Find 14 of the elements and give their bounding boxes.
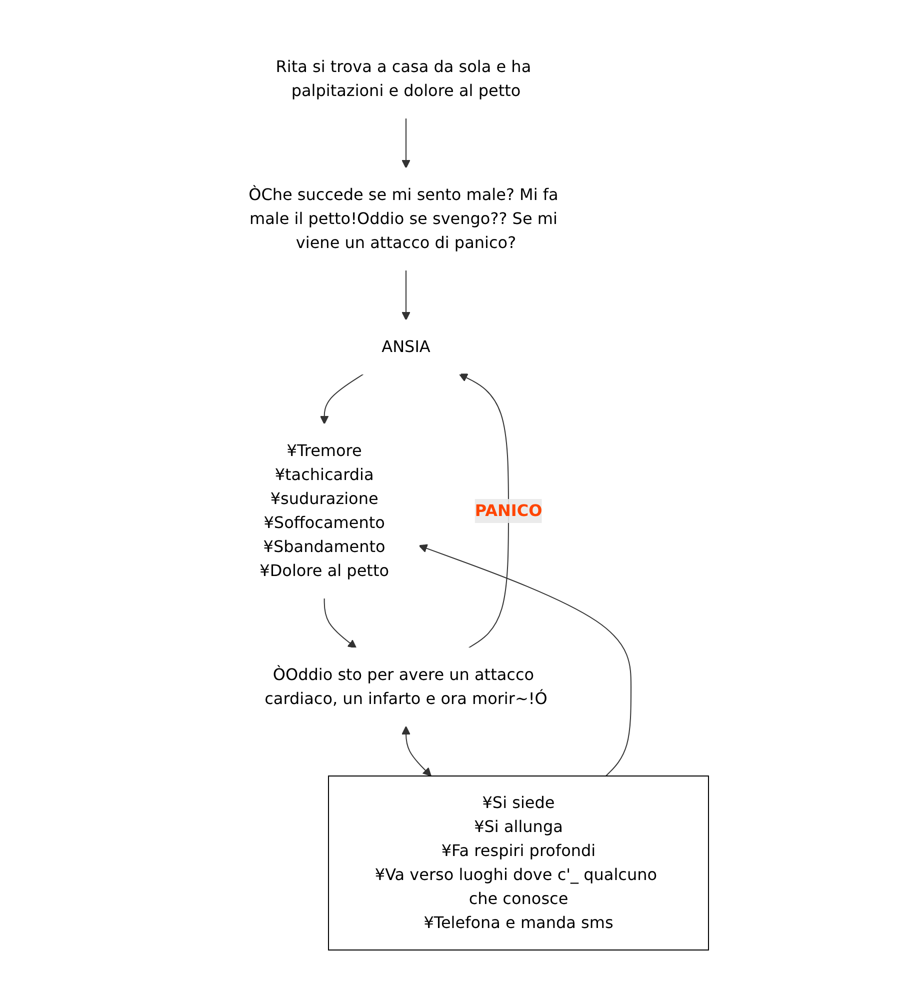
arrow — [401, 726, 432, 776]
edge-label: PANICO — [474, 501, 542, 520]
node-text: Rita si trova a casa da sola e ha palpitazioni e dolore al petto — [276, 57, 531, 100]
arrow — [458, 374, 509, 648]
arrow — [418, 544, 632, 776]
arrow — [401, 270, 410, 320]
node-box: ¥Si siede ¥Si allunga ¥Fa respiri profondi ¥Va verso luoghi dove c'_ qualcuno che conosce ¥Telefona e manda sms — [328, 776, 709, 950]
arrow — [401, 118, 410, 168]
node-text: ÒOddio sto per avere un attacco cardiaco, un infarto e ora morir~!Ó — [264, 665, 548, 708]
node-text: ANSIA — [381, 337, 430, 356]
node-text: ÒChe succede se mi sento male? Mi fa male il petto!Oddio se svengo?? Se mi viene un attacco di panico? — [248, 185, 558, 252]
node-text: ¥Tremore ¥tachicardia ¥sudurazione ¥Soffocamento ¥Sbandamento ¥Dolore al petto — [259, 441, 389, 580]
arrow — [324, 598, 356, 648]
arrow — [320, 374, 364, 424]
